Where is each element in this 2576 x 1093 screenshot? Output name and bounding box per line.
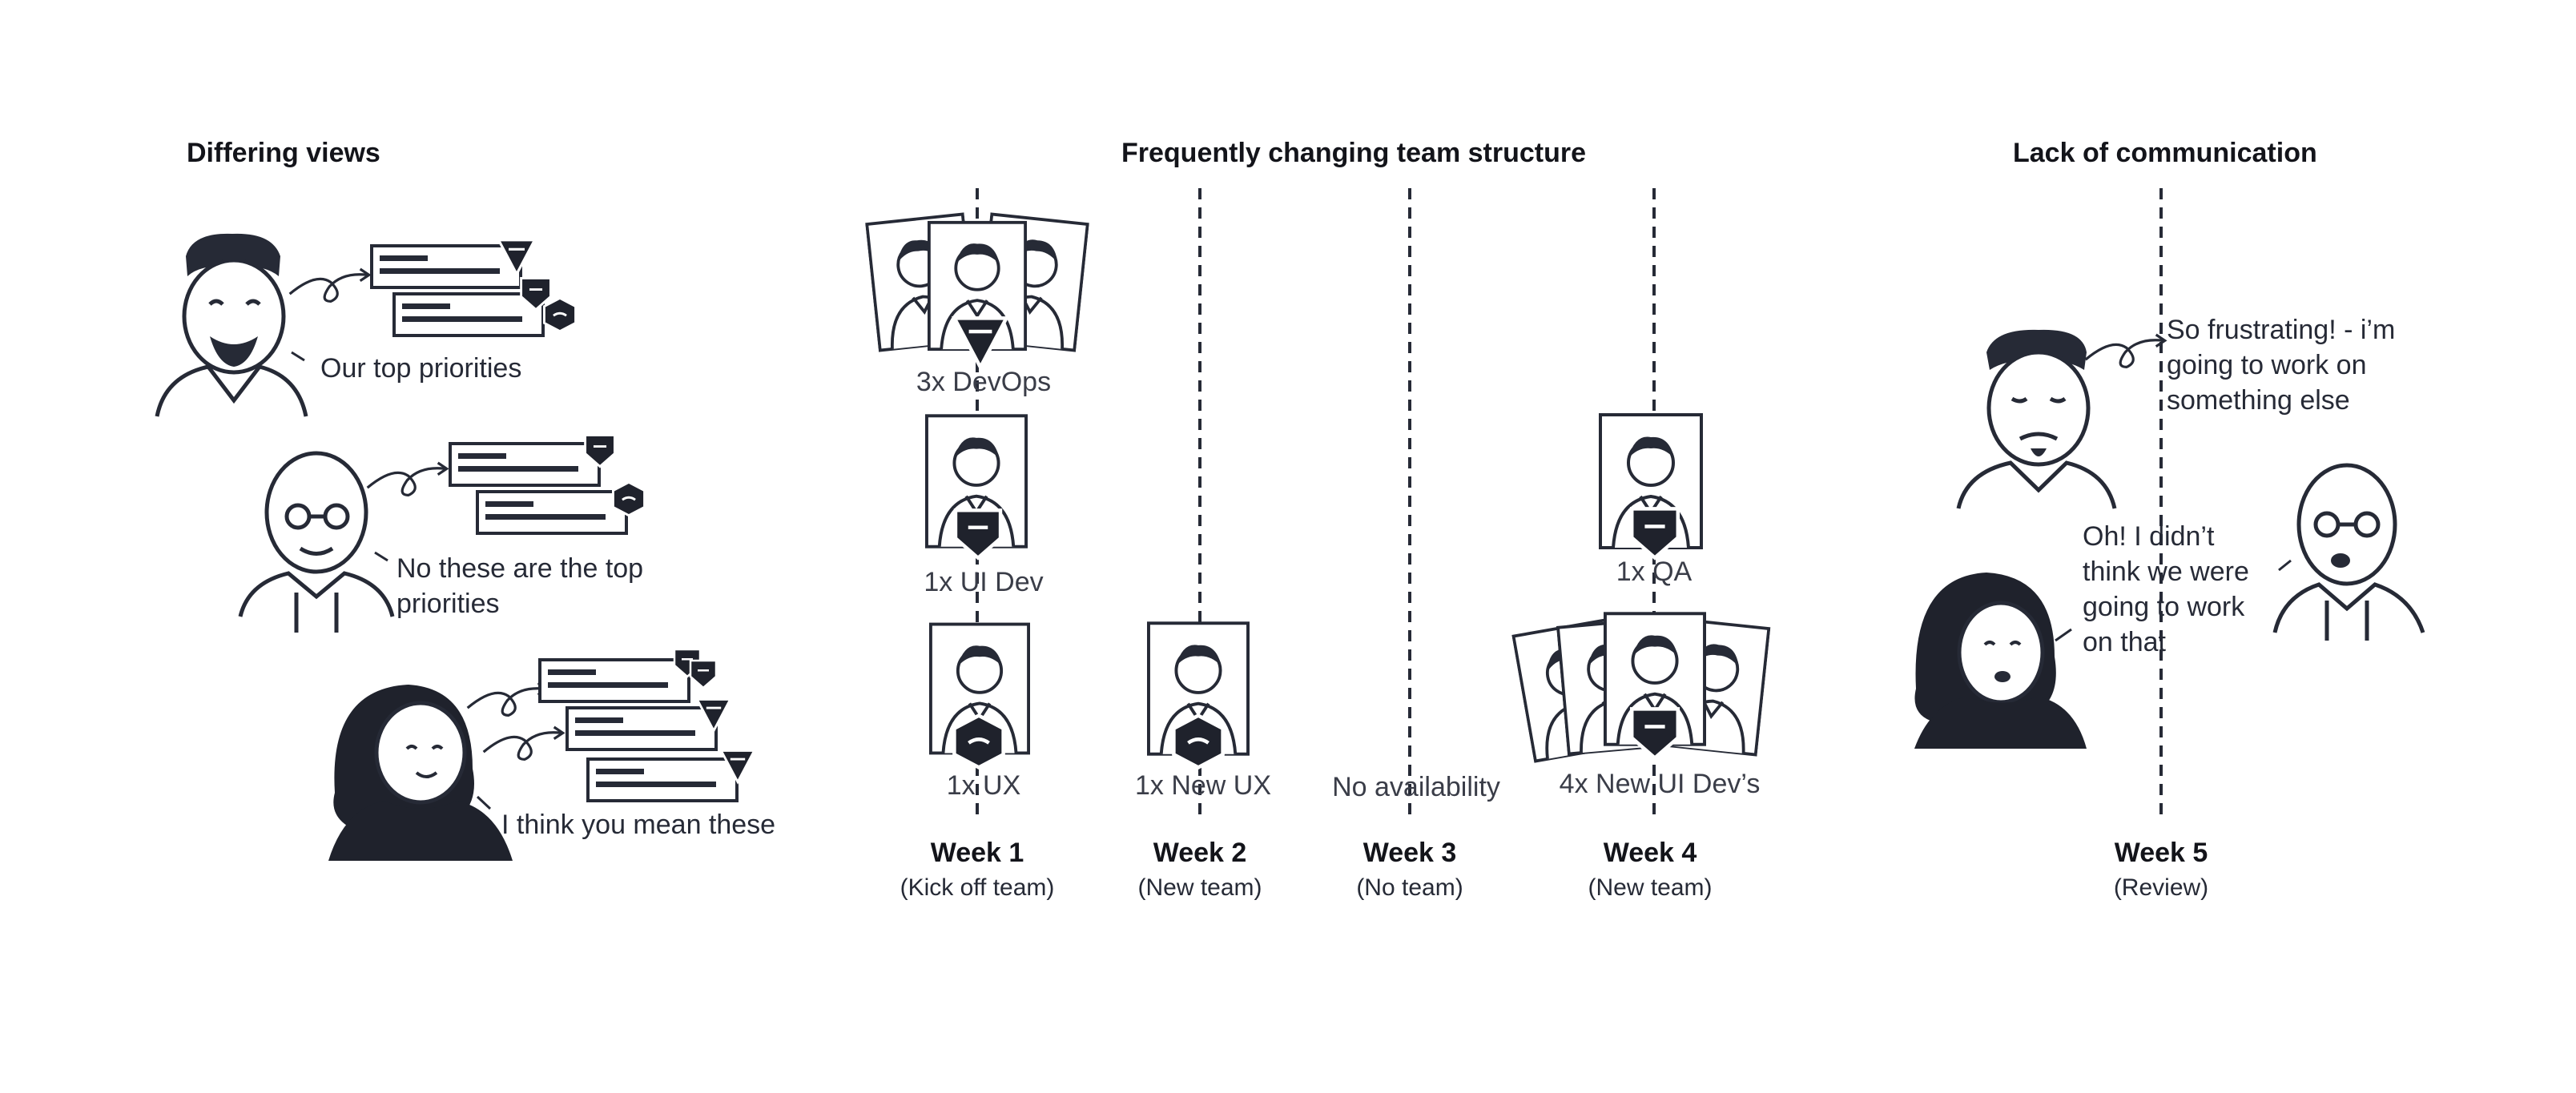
woman-avatar (328, 685, 513, 861)
bald-man-avatar (238, 451, 395, 633)
week-4-label: Week 4 (1603, 838, 1697, 868)
caption-new-ux: 1x New UX (1134, 770, 1272, 801)
week-3-label: Week 3 (1362, 838, 1457, 868)
caption-devops: 3x DevOps (916, 367, 1052, 397)
quote-didnt-think-line-3: going to work (2083, 592, 2245, 622)
caption-qa: 1x QA (1616, 557, 1693, 587)
week-5-label: Week 5 (2114, 838, 2208, 868)
week-3-sub: (No team) (1356, 874, 1463, 901)
new-ui-devs-cards (1511, 613, 1771, 763)
ux-card (929, 622, 1030, 768)
quote-frustrating-line-3: something else (2167, 385, 2350, 416)
quote-didnt-think-line-1: Oh! I didn’t (2083, 521, 2215, 552)
qa-card (1600, 415, 1701, 558)
caption-no-availability: No availability (1332, 772, 1500, 802)
section-title-differing-views: Differing views (187, 138, 380, 168)
caption-ui-dev: 1x UI Dev (924, 567, 1044, 597)
quote-frustrating-line-1: So frustrating! - i’m (2167, 315, 2396, 345)
section-title-communication: Lack of communication (2013, 138, 2317, 168)
week-1-sub: (Kick off team) (900, 874, 1055, 901)
week-2-label: Week 2 (1153, 838, 1247, 868)
worried-bald-man-avatar (2272, 463, 2425, 641)
quote-no-these-line-1: No these are the top (396, 553, 644, 584)
devops-cards (865, 212, 1089, 367)
quote-no-these-line-2: priorities (396, 589, 500, 619)
caption-new-ui-devs: 4x New UI Dev’s (1559, 769, 1761, 799)
week-4-sub: (New team) (1588, 874, 1713, 901)
quote-frustrating-line-2: going to work on (2167, 350, 2367, 380)
bearded-man-avatar (155, 233, 308, 417)
new-ux-card (1147, 621, 1250, 767)
quote-i-think-you-mean: I think you mean these (501, 810, 776, 840)
worried-woman-avatar (1914, 573, 2087, 749)
frustrated-man-avatar (1956, 329, 2117, 509)
week-2-sub: (New team) (1137, 874, 1262, 901)
section-title-team-structure: Frequently changing team structure (1121, 138, 1586, 168)
week-1-label: Week 1 (930, 838, 1024, 868)
quote-didnt-think-line-4: on that (2083, 627, 2166, 657)
quote-didnt-think-line-2: think we were (2083, 557, 2249, 587)
ui-dev-card (927, 416, 1026, 557)
quote-our-top-priorities: Our top priorities (320, 353, 522, 384)
week-5-sub: (Review) (2113, 874, 2209, 901)
caption-ux: 1x UX (946, 770, 1021, 801)
